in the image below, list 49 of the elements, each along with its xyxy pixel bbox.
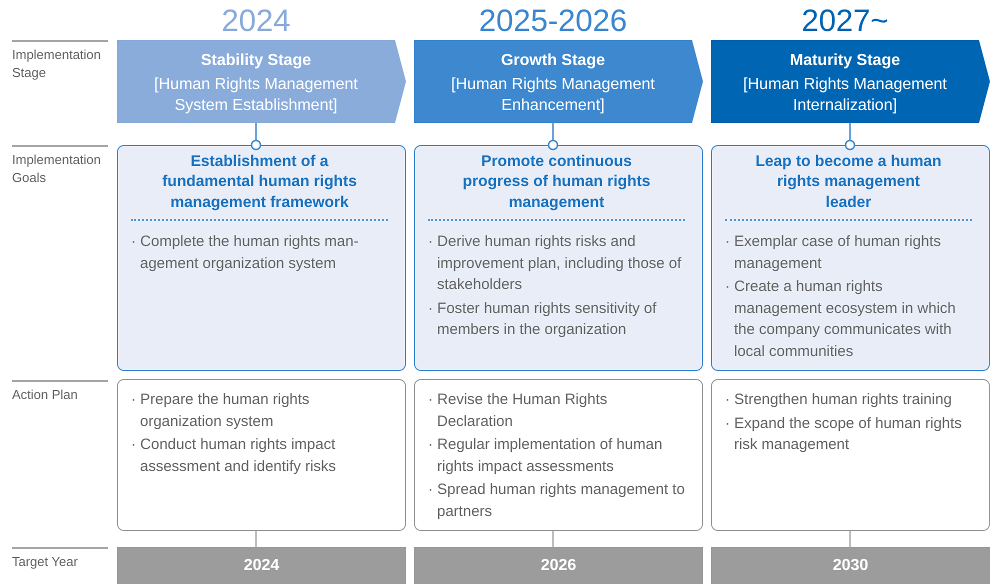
bullet-text: · Create a human rights management ecosystem in which the company communicates with local communities	[725, 277, 957, 362]
bullet-text: · Regular implementation of human rights impact assessments	[428, 435, 664, 476]
year-heading: 2027~	[800, 4, 890, 38]
connector-line	[255, 531, 257, 547]
stage-subtitle: [Human Rights Management Internalization]	[742, 75, 948, 116]
target-year: 2026	[540, 556, 576, 576]
goal-box	[414, 145, 703, 371]
stage-subtitle: [Human Rights Management Enhancement]	[450, 75, 656, 116]
stage-banner	[117, 40, 406, 123]
stage-banner	[414, 40, 703, 123]
goal-heading: Leap to become a human rights management leader	[754, 152, 943, 213]
target-year-bar	[711, 547, 990, 584]
goal-box	[711, 145, 990, 371]
target-year-bar	[414, 547, 703, 584]
bullet-text: · Strengthen human rights training	[725, 390, 953, 410]
bullet-text: · Derive human rights risks and improvement plan, including those of stakeholders	[428, 232, 682, 295]
connector-line	[844, 123, 856, 150]
goal-heading: Promote continuous progress of human rights management	[462, 152, 652, 213]
year-heading: 2025-2026	[478, 4, 628, 38]
goal-box	[117, 145, 406, 371]
row-label: Target Year	[12, 553, 79, 571]
row-label: Implementation Goals	[12, 151, 102, 187]
bullet-text: · Expand the scope of human rights risk management	[725, 414, 963, 455]
target-year: 2024	[244, 556, 280, 576]
year-heading: 2024	[220, 4, 292, 38]
target-year: 2030	[832, 556, 868, 576]
row-label: Implementation Stage	[12, 46, 102, 82]
target-year-bar	[117, 547, 406, 584]
goal-heading: Establishment of a fundamental human rights management framework	[161, 152, 358, 213]
stage-title: Growth Stage	[500, 51, 606, 71]
connector-line	[548, 123, 558, 150]
action-plan-box	[117, 379, 406, 531]
bullet-text: · Conduct human rights impact assessment and identify risks	[131, 435, 337, 476]
action-plan-box	[414, 379, 703, 531]
stage-subtitle: [Human Rights Management System Establishment]	[153, 75, 359, 116]
stage-banner	[711, 40, 990, 123]
bullet-text: · Foster human rights sensitivity of members in the organization	[428, 298, 658, 340]
bullet-text: · Complete the human rights man-agement organization system	[131, 232, 360, 274]
bullet-text: · Revise the Human Rights Declaration	[428, 390, 608, 432]
connector-line	[250, 123, 262, 150]
row-label: Action Plan	[12, 386, 79, 404]
connector-line	[849, 531, 851, 547]
bullet-text: · Spread human rights management to partners	[428, 480, 685, 522]
action-plan-box	[711, 379, 990, 531]
stage-title: Maturity Stage	[788, 51, 902, 71]
bullet-text: · Exemplar case of human rights management	[725, 232, 942, 274]
bullet-text: · Prepare the human rights organization system	[131, 390, 310, 432]
stage-title: Stability Stage	[200, 51, 312, 71]
connector-line	[552, 531, 554, 547]
